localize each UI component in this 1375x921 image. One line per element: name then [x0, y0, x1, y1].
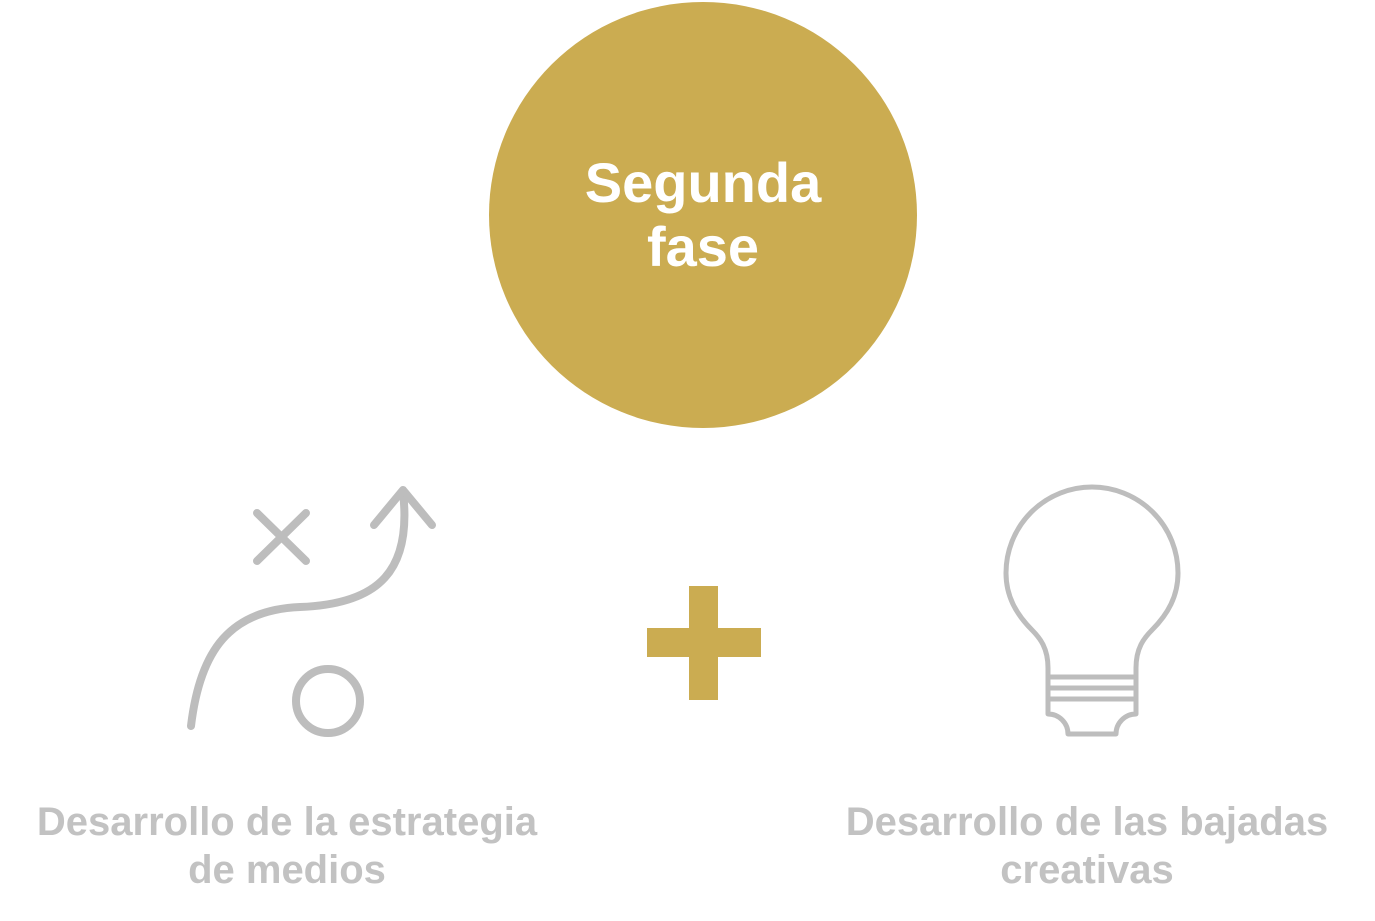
creative-caption-line-2: creativas: [1000, 848, 1174, 892]
strategy-caption-line-2: de medios: [188, 848, 386, 892]
strategy-caption: Desarrollo de la estrategia de medios: [0, 798, 574, 894]
phase-circle: Segunda fase: [489, 2, 917, 428]
creative-caption: Desarrollo de las bajadas creativas: [800, 798, 1374, 894]
phase-title-line-1: Segunda: [584, 151, 822, 214]
phase-title-line-2: fase: [646, 215, 760, 278]
strategy-caption-line-1: Desarrollo de la estrategia: [36, 800, 538, 844]
strategy-play-icon: [187, 486, 436, 737]
phase-title: Segunda fase: [585, 151, 821, 279]
light-bulb-icon: [1003, 484, 1181, 737]
plus-icon: [647, 586, 761, 700]
creative-caption-line-1: Desarrollo de las bajadas: [845, 800, 1329, 844]
